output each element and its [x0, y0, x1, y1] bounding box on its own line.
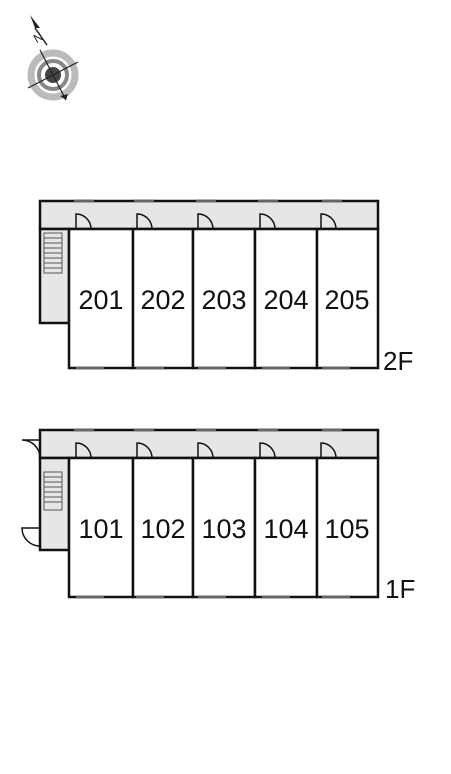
- floor-2f: 201 202 203 204 205 2F: [38, 199, 413, 376]
- entrance-1f: [38, 456, 71, 552]
- floor-label-2f: 2F: [383, 346, 413, 376]
- room-102: [131, 456, 195, 599]
- entrance-doors-1f: [21, 439, 41, 547]
- room-205: [315, 227, 380, 370]
- room-104: [253, 456, 319, 599]
- room-label-102: 102: [140, 514, 185, 544]
- windows-1f: [74, 428, 350, 599]
- rooms-1f: [67, 456, 380, 599]
- stair-landing-2f: [38, 227, 71, 325]
- room-label-105: 105: [324, 514, 369, 544]
- room-label-201: 201: [78, 285, 123, 315]
- compass-icon: N: [27, 15, 79, 101]
- windows-2f: [74, 199, 350, 370]
- room-label-104: 104: [263, 514, 308, 544]
- room-label-101: 101: [78, 514, 123, 544]
- room-105: [315, 456, 380, 599]
- room-label-203: 203: [201, 285, 246, 315]
- stairs-1f: [43, 471, 63, 511]
- room-202: [131, 227, 195, 370]
- room-101: [67, 456, 135, 599]
- room-labels-1f: 101 102 103 104 105: [78, 514, 369, 544]
- doors-1f: [75, 442, 337, 459]
- floor-1f: 101 102 103 104 105 1F: [21, 428, 415, 604]
- room-label-103: 103: [201, 514, 246, 544]
- room-label-202: 202: [140, 285, 185, 315]
- stairs-2f: [43, 232, 63, 274]
- room-103: [191, 456, 257, 599]
- doors-2f: [75, 213, 337, 230]
- room-labels-2f: 201 202 203 204 205: [78, 285, 369, 315]
- room-204: [253, 227, 319, 370]
- floor-label-1f: 1F: [385, 574, 415, 604]
- room-label-204: 204: [263, 285, 308, 315]
- room-label-205: 205: [324, 285, 369, 315]
